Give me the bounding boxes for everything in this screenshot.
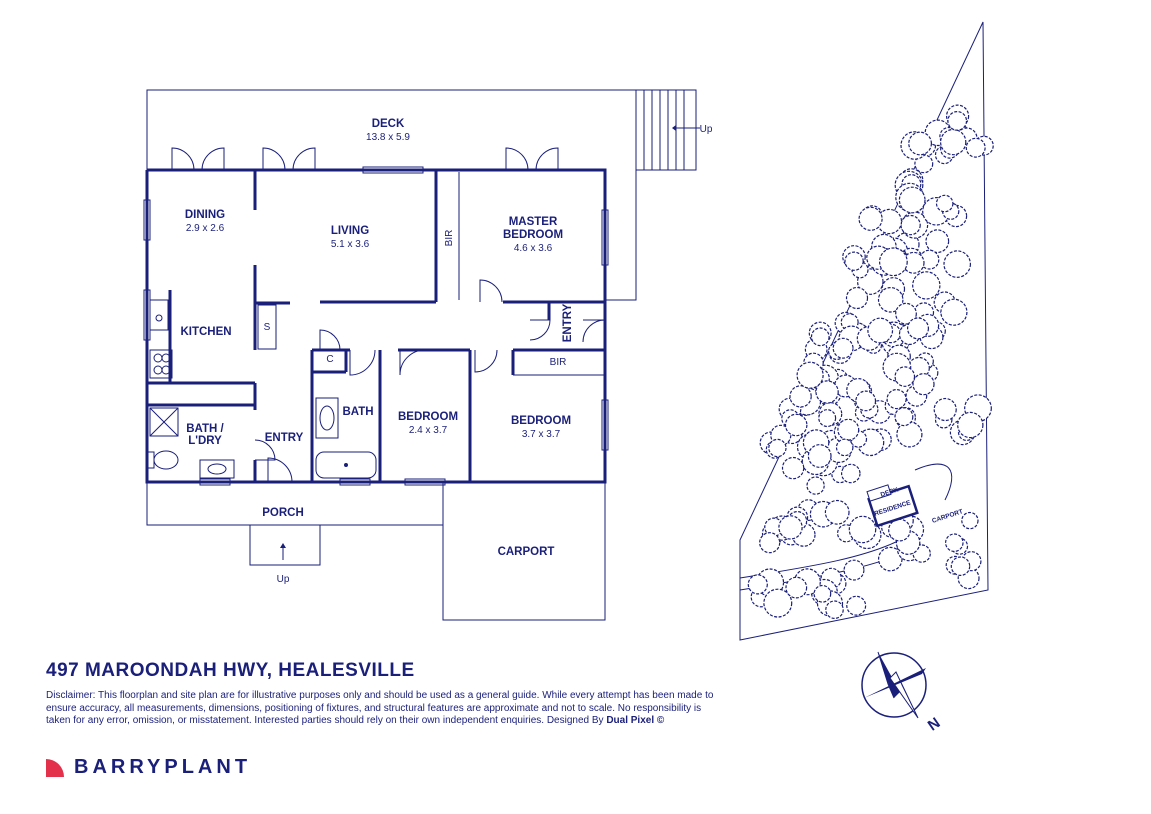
living-label: LIVING <box>331 225 369 237</box>
brand-name: BARRYPLANT <box>74 756 252 778</box>
tree-canopy <box>888 518 911 542</box>
tree-canopy <box>825 600 844 619</box>
compass-north-label: N <box>925 714 944 734</box>
tree-canopy <box>855 390 877 412</box>
tree-canopy <box>810 327 830 347</box>
side-entry-label: ENTRY <box>562 303 574 342</box>
tree-canopy <box>912 373 935 396</box>
tree-canopy <box>908 131 932 156</box>
tree-canopy <box>961 511 979 530</box>
tree-canopy <box>846 595 867 616</box>
tree-canopy <box>940 298 968 326</box>
tree-canopy <box>784 413 808 437</box>
floorplan: DECK 13.8 x 5.9 DINING 2.9 x 2.6 LIVING … <box>143 89 713 621</box>
dining-size: 2.9 x 2.6 <box>186 223 225 234</box>
tree-canopy <box>840 463 861 484</box>
tree-canopy <box>895 302 917 325</box>
tree-canopy <box>781 456 805 480</box>
tree-canopy <box>906 317 929 340</box>
porch-label: PORCH <box>262 507 304 519</box>
deck-size: 13.8 x 5.9 <box>366 132 410 143</box>
tree-canopy <box>815 380 839 404</box>
master-label-2: BEDROOM <box>503 229 563 241</box>
site-plan: RESIDENCE DECK CARPORT <box>739 21 994 641</box>
bedroom3-label: BEDROOM <box>511 415 571 427</box>
tree-canopy <box>759 532 781 554</box>
tree-canopy <box>896 421 923 448</box>
tree-canopy <box>843 559 865 581</box>
floorplan-and-siteplan: DECK 13.8 x 5.9 DINING 2.9 x 2.6 LIVING … <box>143 21 994 641</box>
deck-stairs-up-label: Up <box>700 124 713 135</box>
brand-mark-icon <box>46 758 64 777</box>
tree-canopy <box>858 206 883 231</box>
master-size: 4.6 x 3.6 <box>514 243 553 254</box>
tree-canopy <box>785 576 808 599</box>
tree-canopy <box>894 407 914 427</box>
bir-master-label: BIR <box>444 230 455 247</box>
tree-canopy <box>848 515 877 544</box>
tree-canopy <box>837 418 860 441</box>
tree-canopy <box>943 250 971 278</box>
brand-logo[interactable]: BARRYPLANT <box>46 756 251 779</box>
store-label: S <box>264 322 271 333</box>
tree-canopy <box>818 409 837 428</box>
tree-canopy <box>789 385 812 408</box>
bath-ldry-label-2: L'DRY <box>188 435 222 447</box>
living-size: 5.1 x 3.6 <box>331 239 370 250</box>
dining-label: DINING <box>185 209 225 221</box>
bedroom3-size: 3.7 x 3.7 <box>522 429 561 440</box>
kitchen-label: KITCHEN <box>180 326 231 338</box>
tree-canopy <box>778 515 803 540</box>
tree-canopy <box>957 411 984 439</box>
tree-canopy <box>806 476 825 495</box>
tree-canopy <box>796 361 824 389</box>
bath-ldry-label-1: BATH / <box>186 423 224 435</box>
tree-canopy <box>835 438 854 457</box>
tree-canopy <box>763 588 793 618</box>
tree-canopy <box>807 444 832 468</box>
tree-canopy <box>947 110 968 131</box>
tree-canopy <box>832 337 854 359</box>
tree-canopy <box>898 186 926 214</box>
front-entry-label: ENTRY <box>265 432 304 444</box>
tree-canopy <box>965 137 986 158</box>
tree-canopy <box>900 214 921 236</box>
bir-bed3-label: BIR <box>550 357 567 368</box>
tree-canopy <box>940 128 967 156</box>
tree-canopy <box>747 574 768 595</box>
tree-canopy <box>879 247 908 277</box>
property-address: 497 MAROONDAH HWY, HEALESVILLE <box>46 660 415 681</box>
tree-canopy <box>768 438 787 458</box>
deck-label: DECK <box>372 118 405 130</box>
tree-canopy <box>925 229 950 254</box>
tree-canopy <box>877 286 904 313</box>
tree-canopy <box>944 533 964 552</box>
tree-canopy <box>813 584 832 603</box>
tree-canopy <box>844 251 864 271</box>
tree-canopy <box>867 317 894 344</box>
compass-rose: N <box>861 651 944 735</box>
tree-canopy <box>886 389 907 410</box>
site-trees <box>747 104 994 619</box>
tree-canopy <box>877 546 903 572</box>
tree-canopy <box>845 286 869 310</box>
tree-canopy <box>935 194 954 213</box>
porch-stairs-up-label: Up <box>277 574 290 585</box>
tree-canopy <box>894 366 916 387</box>
bedroom2-label: BEDROOM <box>398 411 458 423</box>
tree-canopy <box>912 271 941 300</box>
site-carport-label: CARPORT <box>931 508 964 525</box>
disclaimer-text: Disclaimer: This floorplan and site plan… <box>46 690 714 726</box>
carport-label: CARPORT <box>498 546 555 558</box>
designer-credit: Dual Pixel © <box>606 715 665 726</box>
tree-canopy <box>824 499 850 525</box>
disclaimer: Disclaimer: This floorplan and site plan… <box>46 690 726 728</box>
cupboard-label: C <box>326 354 333 365</box>
tree-canopy <box>950 556 971 576</box>
bath-label: BATH <box>342 406 373 418</box>
tree-canopy <box>933 397 957 422</box>
bedroom2-size: 2.4 x 3.7 <box>409 425 448 436</box>
master-label-1: MASTER <box>509 216 558 228</box>
